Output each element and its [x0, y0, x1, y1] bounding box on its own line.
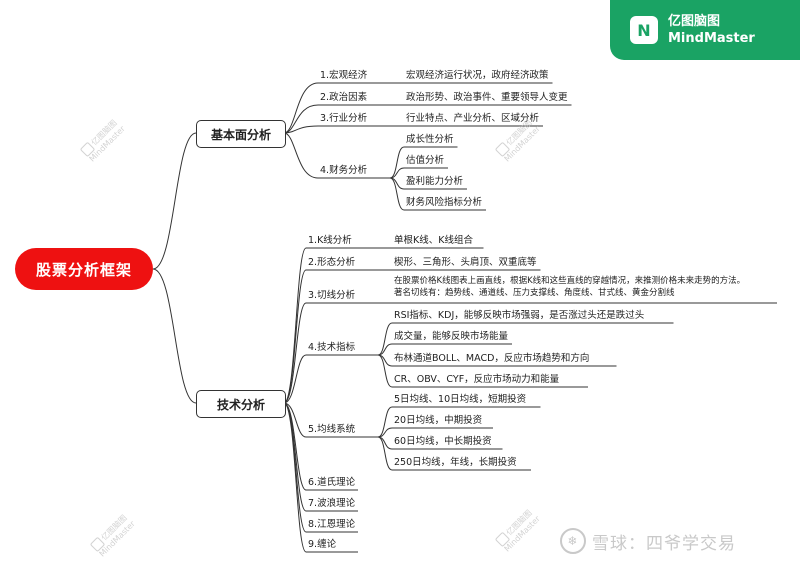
detail-label[interactable]: 60日均线，中长期投资 — [394, 436, 492, 447]
mindmaster-logo-icon: N — [630, 16, 658, 44]
connector-line — [283, 302, 307, 404]
subtopic-label[interactable]: 2.政治因素 — [320, 92, 368, 103]
connector-line — [377, 427, 393, 438]
connector-line — [283, 104, 319, 134]
connector-line — [283, 354, 307, 404]
snowball-icon: ❄ — [560, 528, 586, 554]
detail-label[interactable]: 在股票价格K线图表上画直线，根据K线和这些直线的穿越情况，来推测价格未来走势的方… — [394, 276, 746, 298]
subtopic-label[interactable]: 4.财务分析 — [320, 165, 368, 176]
detail-label[interactable]: 估值分析 — [406, 155, 445, 166]
connector-line — [377, 343, 393, 356]
subtopic-label[interactable]: 8.江恩理论 — [308, 519, 356, 530]
branch-technical[interactable]: 技术分析 — [196, 390, 286, 418]
subtopic-label[interactable]: 1.宏观经济 — [320, 70, 368, 81]
detail-label[interactable]: 20日均线，中期投资 — [394, 415, 483, 426]
subtopic-label[interactable]: 5.均线系统 — [308, 424, 356, 435]
detail-label[interactable]: 财务风险指标分析 — [406, 197, 483, 208]
branch-fundamental[interactable]: 基本面分析 — [196, 120, 286, 148]
root-title: 股票分析框架 — [35, 260, 132, 279]
subtopic-label[interactable]: 6.道氏理论 — [308, 477, 356, 488]
xueqiu-watermark: ❄ 雪球：四爷学交易 — [560, 528, 736, 554]
connector-line — [283, 82, 319, 134]
connector-line — [377, 322, 393, 356]
root-connector — [152, 132, 197, 270]
detail-label[interactable]: 楔形、三角形、头肩顶、双重底等 — [394, 257, 537, 268]
subtopic-label[interactable]: 2.形态分析 — [308, 257, 356, 268]
subtopic-label[interactable]: 9.缠论 — [308, 539, 337, 550]
detail-label[interactable]: 成长性分析 — [406, 134, 454, 145]
connector-line — [389, 177, 405, 211]
subtopic-label[interactable]: 7.波浪理论 — [308, 498, 356, 509]
subtopic-label[interactable]: 4.技术指标 — [308, 342, 356, 353]
connector-line — [377, 436, 393, 471]
detail-label[interactable]: 政治形势、政治事件、重要领导人变更 — [406, 92, 568, 103]
detail-label[interactable]: CR、OBV、CYF，反应市场动力和能量 — [394, 374, 560, 385]
detail-label[interactable]: 5日均线、10日均线，短期投资 — [394, 394, 527, 405]
connector-line — [389, 167, 405, 179]
connector-line — [377, 354, 393, 367]
detail-label[interactable]: 250日均线，年线，长期投资 — [394, 457, 517, 468]
connector-line — [389, 177, 405, 190]
subtopic-label[interactable]: 1.K线分析 — [308, 235, 352, 246]
connector-line — [283, 247, 307, 404]
connector-line — [283, 402, 307, 553]
connector-line — [377, 354, 393, 388]
detail-label[interactable]: 盈利能力分析 — [406, 176, 464, 187]
root-connector — [152, 268, 197, 404]
subtopic-label[interactable]: 3.切线分析 — [308, 290, 356, 301]
detail-label[interactable]: 成交量，能够反映市场能量 — [394, 331, 509, 342]
connector-line — [283, 269, 307, 404]
branch-label: 基本面分析 — [210, 127, 271, 142]
detail-label[interactable]: 宏观经济运行状况，政府经济政策 — [406, 70, 549, 81]
connector-line — [283, 125, 319, 134]
connector-line — [389, 146, 405, 179]
connector-line — [377, 406, 393, 438]
connector-line — [377, 436, 393, 450]
connector-line — [283, 132, 319, 179]
detail-label[interactable]: 布林通道BOLL、MACD，反应市场趋势和方向 — [394, 353, 590, 364]
branch-label: 技术分析 — [216, 397, 265, 412]
detail-label[interactable]: 行业特点、产业分析、区域分析 — [406, 113, 540, 124]
root-node[interactable]: 股票分析框架 — [15, 248, 153, 290]
detail-label[interactable]: RSI指标、KDJ，能够反映市场强弱，是否涨过头还是跌过头 — [394, 310, 645, 321]
brand-name-cn: 亿图脑图 — [668, 14, 721, 29]
detail-label[interactable]: 单根K线、K线组合 — [394, 235, 473, 246]
brand-name-en: MindMaster — [668, 31, 755, 46]
mindmaster-logo: N 亿图脑图 MindMaster — [610, 0, 800, 60]
subtopic-label[interactable]: 3.行业分析 — [320, 113, 368, 124]
